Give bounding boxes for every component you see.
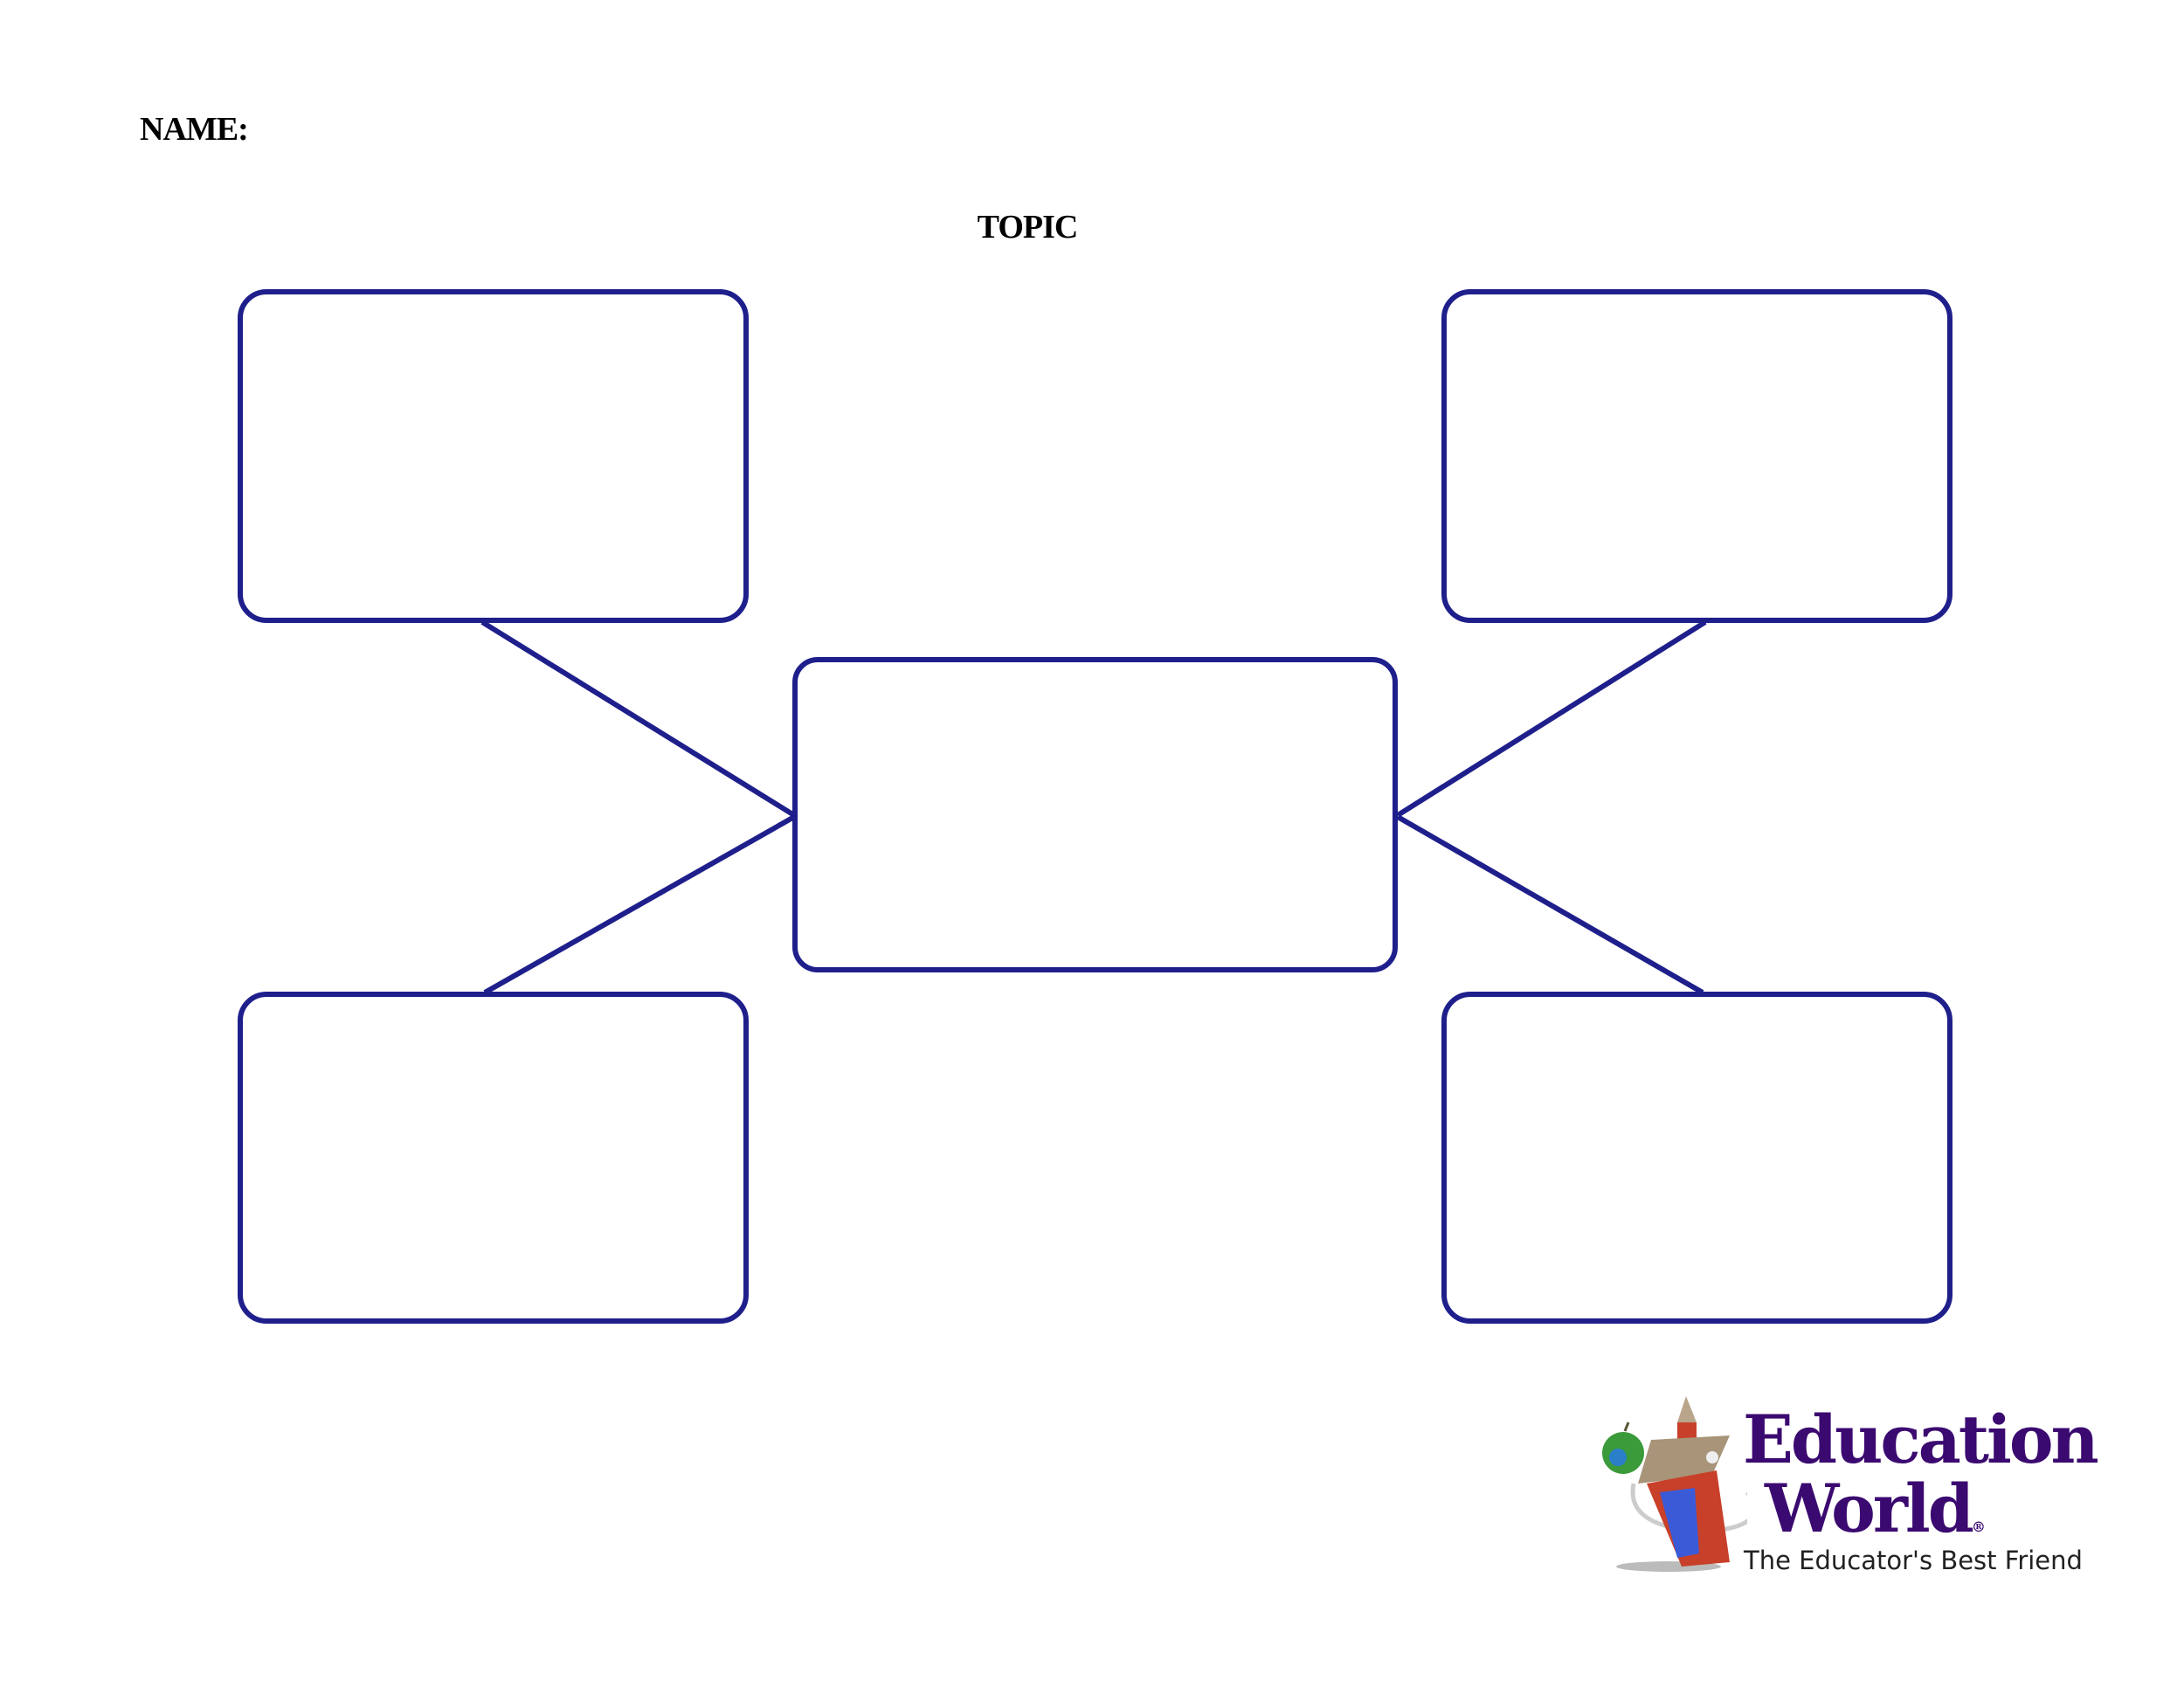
logo-line1: Education — [1743, 1401, 2099, 1478]
logo-tagline: The Educator's Best Friend — [1744, 1546, 2083, 1575]
box-top-left[interactable] — [238, 289, 749, 623]
schoolhouse-apple-icon — [1602, 1396, 1747, 1572]
connector-bottom-right — [1396, 814, 1704, 995]
box-top-right[interactable] — [1441, 289, 1952, 623]
name-label: NAME: — [140, 111, 249, 148]
logo-line2: World® — [1765, 1476, 1986, 1542]
connector-bottom-left — [483, 814, 796, 995]
logo-world-text: World — [1765, 1470, 1974, 1547]
connector-top-right — [1396, 619, 1707, 818]
registered-mark: ® — [1971, 1519, 1986, 1535]
box-bottom-left[interactable] — [238, 992, 749, 1324]
box-bottom-right[interactable] — [1441, 992, 1952, 1324]
connector-top-left — [480, 619, 796, 818]
box-center[interactable] — [792, 657, 1398, 972]
topic-label: TOPIC — [977, 209, 1079, 246]
education-world-logo: Education World® The Educator's Best Fri… — [1599, 1387, 2099, 1580]
